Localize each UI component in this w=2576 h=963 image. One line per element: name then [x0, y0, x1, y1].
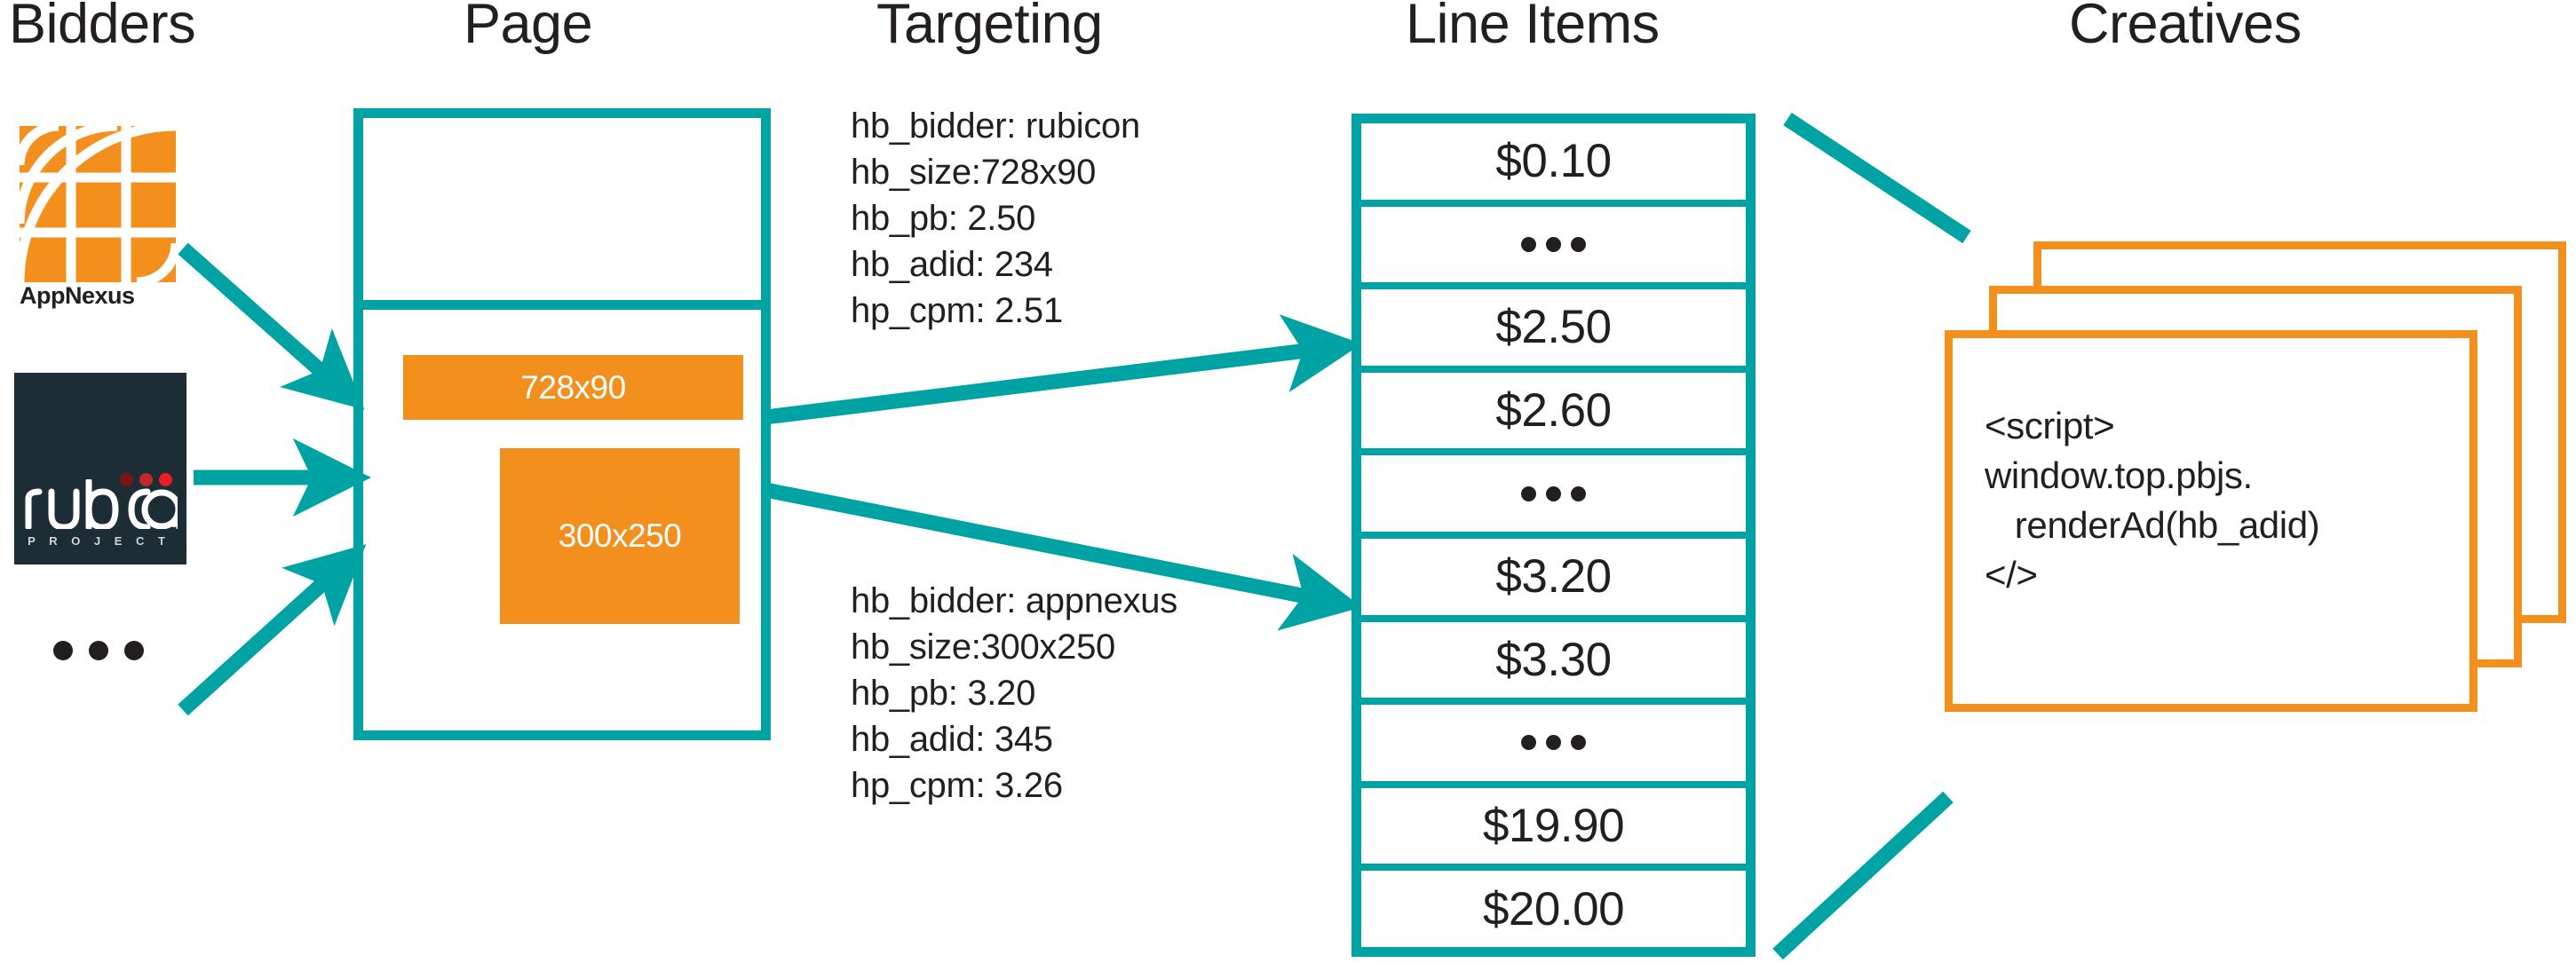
column-title-creatives: Creatives	[2069, 0, 2302, 55]
line-item-price: $3.30	[1495, 633, 1612, 686]
ad-slot-300x250[interactable]: 300x250	[500, 448, 740, 624]
line-item-row[interactable]	[1361, 705, 1746, 788]
rubicon-dots	[120, 473, 172, 486]
line-item-row[interactable]: $0.10	[1361, 123, 1746, 207]
creative-code-snippet: <script> window.top.pbjs. renderAd(hb_ad…	[1985, 405, 2320, 596]
targeting-block-appnexus: hb_bidder: appnexus hb_size:300x250 hb_p…	[851, 581, 1177, 805]
line-item-ellipsis	[1521, 735, 1586, 751]
ad-slot-728x90[interactable]: 728x90	[403, 355, 743, 420]
line-item-row[interactable]	[1361, 207, 1746, 290]
line-item-row[interactable]: $3.20	[1361, 539, 1746, 622]
connector-lineitems-to-creatives-bottom	[1772, 791, 1954, 960]
connector-lineitems-to-creatives-top	[1783, 112, 1971, 244]
rubicon-project-logo-icon: P R O J E C T	[14, 373, 186, 564]
page-header-divider	[353, 300, 771, 310]
arrow-more-bidders-to-page	[178, 544, 367, 716]
line-item-ellipsis	[1521, 485, 1586, 501]
line-item-price: $2.50	[1495, 301, 1612, 354]
arrow-appnexus-to-page	[178, 242, 365, 410]
line-item-row[interactable]: $19.90	[1361, 788, 1746, 872]
creative-card-front[interactable]	[1945, 330, 2477, 712]
line-item-row[interactable]: $3.30	[1361, 622, 1746, 706]
line-item-price: $20.00	[1482, 882, 1625, 935]
column-title-targeting: Targeting	[876, 0, 1103, 55]
column-title-bidders: Bidders	[9, 0, 196, 55]
targeting-block-rubicon: hb_bidder: rubicon hb_size:728x90 hb_pb:…	[851, 107, 1140, 330]
rubicon-sublabel: P R O J E C T	[28, 534, 170, 548]
line-item-price: $3.20	[1495, 550, 1612, 604]
line-item-price: $2.60	[1495, 384, 1612, 438]
line-item-row[interactable]: $2.60	[1361, 373, 1746, 456]
line-item-price: $19.90	[1482, 800, 1625, 853]
appnexus-logo-icon	[20, 126, 176, 282]
column-title-lineitems: Line Items	[1406, 0, 1660, 55]
bidders-more-ellipsis	[53, 641, 144, 660]
rubicon-wordmark	[23, 479, 178, 529]
line-item-row[interactable]: $2.50	[1361, 289, 1746, 373]
arrow-page-to-lineitem-250	[764, 314, 1362, 425]
column-title-page: Page	[464, 0, 593, 55]
line-item-price: $0.10	[1495, 135, 1612, 188]
appnexus-label: AppNexus	[20, 282, 135, 309]
line-item-row[interactable]: $20.00	[1361, 871, 1746, 947]
line-item-row[interactable]	[1361, 455, 1746, 539]
line-items-list: $0.10 $2.50 $2.60 $3.20 $3.30 $19.90 $20.00	[1351, 114, 1756, 957]
page-container	[353, 108, 771, 740]
line-item-ellipsis	[1521, 236, 1586, 252]
